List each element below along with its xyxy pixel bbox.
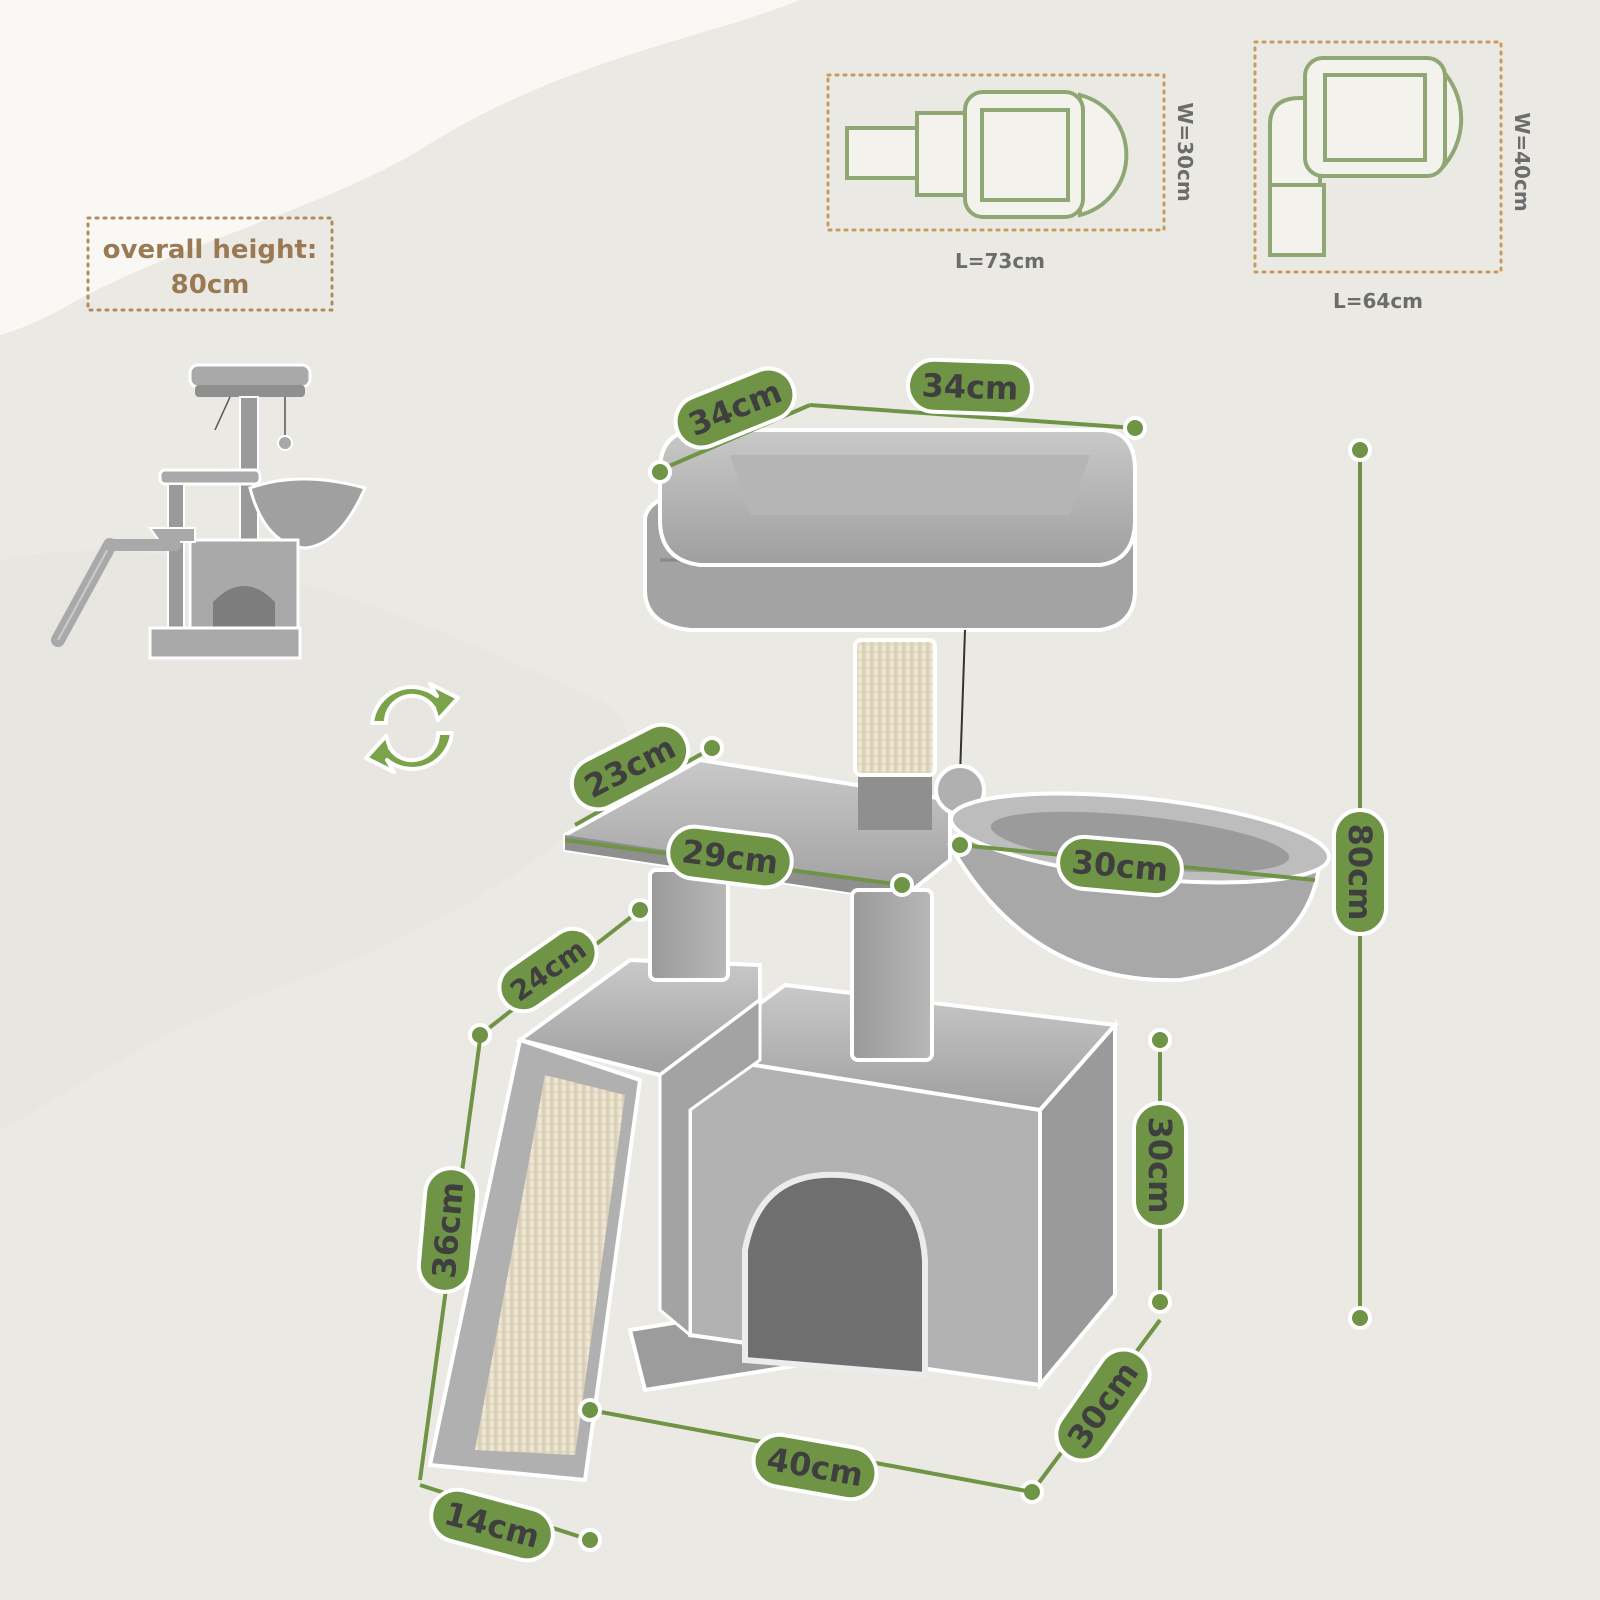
toy-string — [959, 629, 966, 776]
footprint-2-length: L=64cm — [1333, 289, 1423, 313]
alternate-configuration-thumbnail — [51, 363, 368, 660]
condo-doorway — [742, 1171, 928, 1379]
short-post — [648, 868, 730, 982]
footprint-diagram-64x40: W=40cm L=64cm — [1253, 40, 1534, 313]
background-paper-top — [0, 0, 800, 335]
step-front — [658, 997, 762, 1339]
footprint-2-width: W=40cm — [1510, 112, 1534, 211]
step-top — [515, 957, 762, 1078]
badge-total-height: 80cm — [1332, 808, 1388, 936]
sisal-scratching-post — [853, 638, 937, 777]
footprint-diagram-73x30: W=30cm L=73cm — [826, 73, 1197, 273]
ramp-sisal-pad — [475, 1075, 625, 1455]
badge-total-height-text: 80cm — [1341, 824, 1379, 921]
condo-side — [1038, 1019, 1117, 1391]
badge-base-width: 40cm — [751, 1432, 879, 1502]
background-fold — [0, 550, 629, 1130]
tall-post — [850, 888, 934, 1062]
badge-condo-height-text: 30cm — [1141, 1117, 1179, 1214]
badge-platform-width: 29cm — [666, 824, 794, 890]
overall-height-box: overall height: 80cm — [86, 216, 334, 312]
top-perch-cushion — [730, 455, 1090, 515]
badge-basket-diameter-text: 30cm — [1070, 843, 1170, 889]
badge-top-width: 34cm — [906, 357, 1034, 417]
cat-tree-illustration — [427, 428, 1332, 1483]
badge-condo-height: 30cm — [1132, 1101, 1188, 1229]
overall-height-label: overall height: — [103, 235, 318, 265]
rotate-arrows-icon — [364, 682, 460, 774]
badge-ramp-length: 36cm — [416, 1166, 480, 1294]
badge-ramp-length-text: 36cm — [425, 1180, 471, 1280]
footprint-1-width: W=30cm — [1173, 102, 1197, 201]
badge-basket-diameter: 30cm — [1056, 834, 1184, 898]
footprint-1-length: L=73cm — [955, 249, 1045, 273]
overall-height-value: 80cm — [171, 270, 250, 300]
badge-top-width-text: 34cm — [921, 366, 1019, 407]
